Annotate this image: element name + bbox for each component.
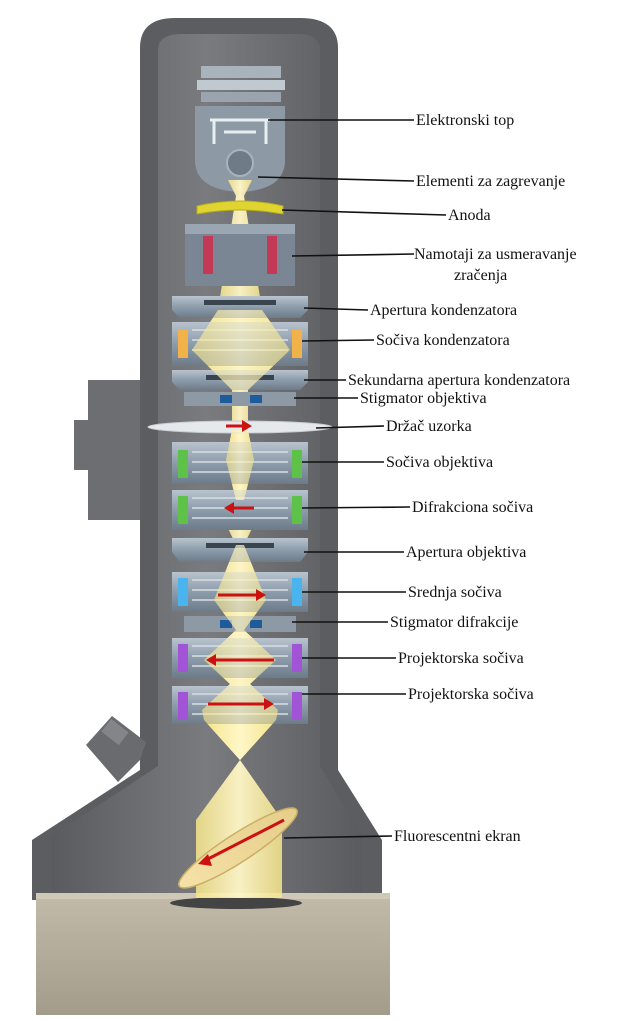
label-projektorska-sociva-2: Projektorska sočiva — [408, 686, 534, 703]
objective-stigmator — [184, 392, 296, 406]
coil-purple-right-2 — [292, 692, 302, 720]
coil-purple-left-2 — [178, 692, 188, 720]
deflection-coils — [185, 224, 295, 286]
label-srednja-sociva: Srednja sočiva — [408, 584, 502, 601]
label-sociva-kondenzatora: Sočiva kondenzatora — [376, 332, 510, 349]
leader-difrakciona-sociva — [302, 507, 410, 508]
label-apertura-kondenzatora: Apertura kondenzatora — [370, 302, 517, 319]
labels: Elektronski top Elementi za zagrevanje A… — [348, 112, 577, 845]
label-namotaji-line2: zračenja — [454, 267, 507, 284]
coil-green-right-1 — [292, 450, 302, 478]
coil-purple-right-1 — [292, 644, 302, 672]
label-fluorescentni-ekran: Fluorescentni ekran — [394, 828, 521, 845]
coil-purple-left-1 — [178, 644, 188, 672]
leader-sociva-kondenzatora — [302, 340, 374, 341]
gun-filament — [227, 150, 253, 176]
label-elementi-za-zagrevanje: Elementi za zagrevanje — [416, 173, 565, 190]
base-well — [170, 897, 302, 909]
coil-blue-left — [178, 578, 188, 606]
coil-orange-right — [292, 330, 302, 358]
deflection-coil-left-red — [203, 236, 213, 274]
coil-orange-left — [178, 330, 188, 358]
coil-green-left-1 — [178, 450, 188, 478]
coil-blue-right — [292, 578, 302, 606]
deflection-coil-right-red — [267, 236, 277, 274]
electron-gun — [195, 66, 285, 192]
microscope-base — [36, 893, 390, 1015]
label-projektorska-sociva-1: Projektorska sočiva — [398, 650, 524, 667]
label-elektronski-top: Elektronski top — [416, 112, 514, 129]
objective-stigmator-body — [184, 392, 296, 406]
deflection-coils-top — [185, 224, 295, 234]
base-block — [36, 893, 390, 1015]
label-anoda: Anoda — [448, 207, 491, 224]
coil-green-right-2 — [292, 496, 302, 524]
gun-cap-mid — [197, 80, 285, 90]
label-sociva-objektiva: Sočiva objektiva — [386, 454, 493, 471]
label-sekundarna-apertura: Sekundarna apertura kondenzatora — [348, 372, 570, 389]
label-difrakciona-sociva: Difrakciona sočiva — [412, 499, 533, 516]
gun-cap-top — [201, 66, 281, 78]
label-stigmator-difrakcije: Stigmator difrakcije — [390, 614, 518, 631]
coil-green-left-2 — [178, 496, 188, 524]
diffraction-stigmator-blue-right — [250, 620, 262, 628]
gun-cap-low — [201, 92, 281, 102]
label-stigmator-objektiva: Stigmator objektiva — [360, 390, 487, 407]
condenser-aperture-slit — [204, 300, 276, 305]
label-namotaji-line1: Namotaji za usmeravanje — [414, 246, 577, 263]
label-drzac-uzorka: Držač uzorka — [386, 418, 472, 435]
stigmator-blue-left — [220, 395, 232, 403]
side-port — [74, 380, 140, 520]
label-apertura-objektiva: Apertura objektiva — [406, 544, 526, 561]
stigmator-blue-right — [250, 395, 262, 403]
